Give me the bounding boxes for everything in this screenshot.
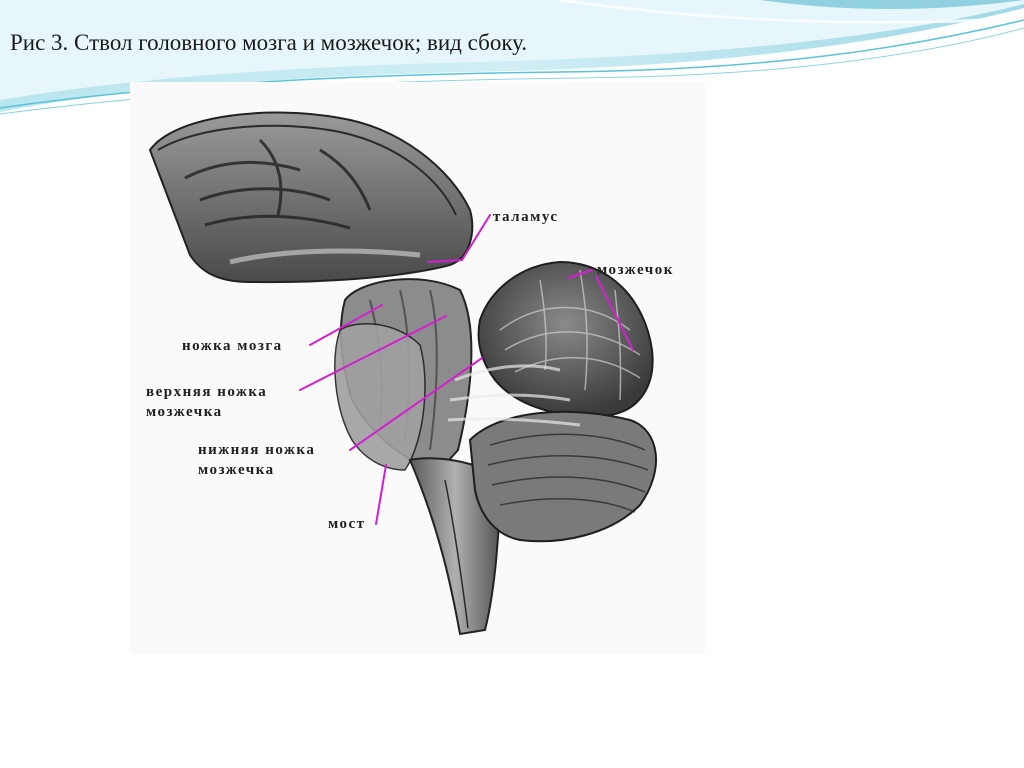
- label-pons: мост: [328, 516, 366, 532]
- label-thalamus: таламус: [493, 209, 559, 225]
- label-inferior-peduncle-1: нижняя ножка: [198, 442, 315, 458]
- label-superior-peduncle-2: мозжечка: [146, 404, 223, 420]
- leader-pons: [375, 464, 387, 525]
- leader-thalamus: [427, 214, 491, 263]
- label-cerebellum: мозжечок: [597, 262, 674, 278]
- label-cerebral-peduncle: ножка мозга: [182, 338, 283, 354]
- leader-inferior-peduncle: [349, 357, 483, 451]
- leader-superior-peduncle: [299, 315, 447, 391]
- header-wave-decoration: [0, 0, 1024, 115]
- cerebral-hemisphere: [148, 111, 474, 284]
- slide-title: Рис 3. Ствол головного мозга и мозжечок;…: [10, 30, 528, 55]
- label-superior-peduncle-1: верхняя ножка: [146, 384, 267, 400]
- leader-cerebral-peduncle: [309, 304, 383, 346]
- figure-labels: таламус мозжечок ножка мозга верхняя нож…: [146, 209, 674, 532]
- leader-lines: [299, 214, 634, 525]
- leader-cerebellum-lower: [595, 275, 634, 351]
- label-inferior-peduncle-2: мозжечка: [198, 462, 275, 478]
- leader-cerebellum-upper: [567, 269, 593, 279]
